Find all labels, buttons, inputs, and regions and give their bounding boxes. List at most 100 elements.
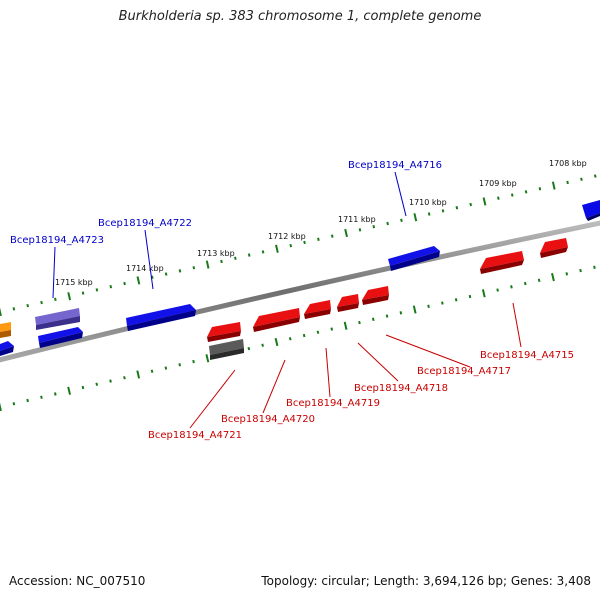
minor-tick — [580, 177, 583, 181]
gene-label[interactable]: Bcep18194_A4719 — [286, 398, 380, 409]
minor-tick — [95, 382, 99, 386]
minor-tick — [12, 307, 16, 311]
minor-tick — [192, 359, 195, 364]
minor-tick — [455, 205, 459, 210]
minor-tick — [247, 253, 251, 257]
accession-text: Accession: NC_007510 — [9, 574, 146, 588]
gene-arrow[interactable] — [362, 286, 389, 305]
gene-arrow[interactable] — [540, 238, 568, 258]
minor-tick — [109, 379, 112, 383]
minor-tick — [524, 190, 528, 194]
minor-tick — [399, 311, 403, 315]
gene-arrow[interactable] — [388, 246, 440, 271]
major-tick — [344, 228, 348, 238]
minor-tick — [468, 294, 472, 299]
gene-label[interactable]: Bcep18194_A4717 — [417, 366, 511, 377]
gene-arrow-highlighted[interactable] — [35, 308, 80, 330]
minor-tick — [566, 180, 569, 185]
scale-label: 1708 kbp — [549, 159, 587, 168]
major-tick — [274, 337, 279, 347]
minor-tick — [303, 240, 306, 245]
minor-tick — [317, 237, 320, 241]
gene-label[interactable]: Bcep18194_A4721 — [148, 430, 242, 441]
minor-tick — [302, 333, 306, 338]
minor-tick — [123, 376, 126, 380]
minor-tick — [497, 196, 500, 200]
scale-label: 1712 kbp — [268, 232, 306, 241]
minor-tick — [81, 385, 85, 390]
forward-callout-lines — [52, 171, 407, 299]
minor-tick — [593, 265, 596, 270]
gene-arrow[interactable] — [0, 341, 14, 356]
minor-tick — [579, 268, 582, 273]
minor-tick — [358, 320, 361, 325]
minor-tick — [386, 221, 389, 226]
minor-tick — [54, 297, 57, 302]
minor-tick — [510, 285, 513, 289]
gene-arrow[interactable] — [582, 200, 600, 221]
scale-label: 1713 kbp — [197, 249, 235, 258]
scale-label: 1710 kbp — [409, 198, 447, 207]
scale-label: 1709 kbp — [479, 179, 517, 188]
chromosome-backbone — [0, 220, 600, 363]
minor-tick — [538, 187, 542, 191]
gene-arrow[interactable] — [480, 251, 524, 274]
gene-arrow[interactable] — [253, 308, 300, 332]
reverse-callout-lines — [189, 302, 522, 429]
gene-label[interactable]: Bcep18194_A4715 — [480, 350, 574, 361]
minor-tick — [95, 288, 99, 292]
minor-tick — [26, 303, 29, 308]
gene-arrow[interactable] — [304, 300, 331, 319]
minor-tick — [330, 234, 334, 238]
major-tick — [482, 197, 487, 206]
gene-label[interactable]: Bcep18194_A4716 — [348, 160, 442, 171]
forward-strand-genes — [0, 200, 600, 356]
major-tick — [0, 307, 2, 317]
minor-tick — [164, 366, 168, 370]
gene-label[interactable]: Bcep18194_A4718 — [354, 383, 448, 394]
minor-tick — [441, 301, 444, 305]
major-tick — [136, 276, 141, 285]
major-tick — [275, 244, 279, 253]
major-tick — [481, 289, 486, 298]
minor-tick — [330, 327, 334, 331]
gene-arrow[interactable] — [38, 327, 83, 348]
major-tick — [136, 370, 141, 379]
minor-tick — [150, 275, 154, 279]
gene-arrow-partial[interactable] — [0, 322, 11, 338]
gene-arrow-pseudo[interactable] — [209, 339, 244, 360]
gene-arrow[interactable] — [207, 322, 241, 342]
major-tick — [205, 260, 210, 269]
scale-label: 1715 kbp — [55, 278, 93, 287]
reverse-strand-genes — [207, 238, 568, 360]
minor-tick — [54, 392, 57, 396]
major-tick — [413, 213, 418, 222]
minor-tick — [385, 314, 389, 318]
gene-arrow[interactable] — [126, 304, 196, 331]
minor-tick — [371, 317, 375, 322]
minor-tick — [565, 272, 569, 276]
minor-tick — [178, 269, 182, 273]
major-tick — [67, 386, 71, 395]
minor-tick — [178, 363, 181, 367]
scale-labels: 1708 kbp 1709 kbp 1710 kbp 1711 kbp 1712… — [55, 159, 587, 287]
gene-label[interactable]: Bcep18194_A4720 — [221, 414, 315, 425]
minor-tick — [358, 228, 362, 232]
major-tick — [67, 292, 72, 301]
minor-tick — [164, 272, 168, 276]
minor-tick — [400, 218, 403, 223]
gene-label[interactable]: Bcep18194_A4722 — [98, 218, 192, 229]
minor-tick — [593, 174, 597, 178]
minor-tick — [288, 337, 292, 341]
major-tick — [205, 354, 210, 363]
gene-arrow[interactable] — [337, 294, 359, 312]
map-title: Burkholderia sp. 383 chromosome 1, compl… — [118, 9, 482, 24]
major-tick — [343, 321, 348, 330]
minor-tick — [372, 224, 376, 229]
inner-tick-ring — [0, 265, 596, 412]
minor-tick — [427, 304, 430, 309]
gene-label[interactable]: Bcep18194_A4723 — [10, 235, 104, 246]
major-tick — [551, 272, 555, 282]
minor-tick — [441, 209, 445, 213]
